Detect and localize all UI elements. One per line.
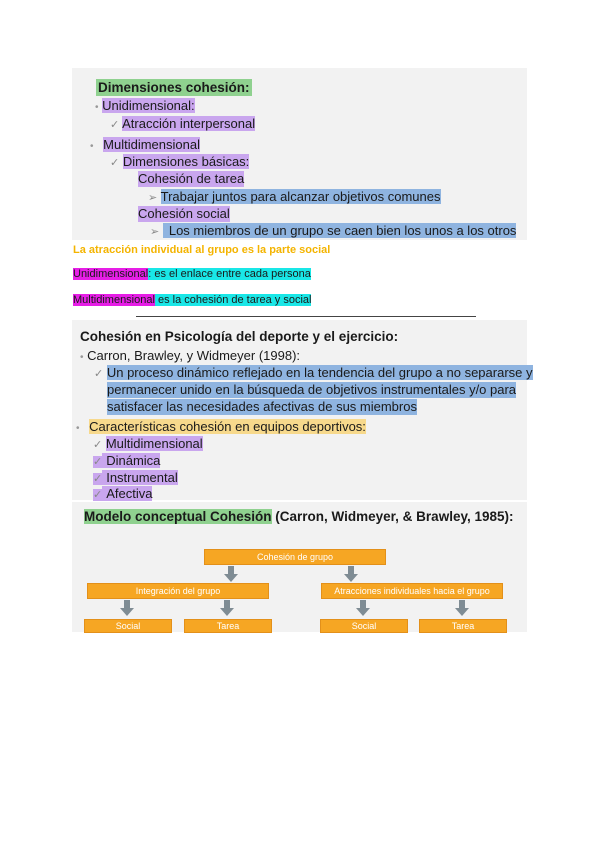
list-item-atraccion: ✓ Atracción interpersonal (110, 116, 256, 131)
list-item-unidimensional: • Unidimensional: (95, 98, 195, 113)
check-icon: ✓ (110, 119, 120, 131)
arrow-down-icon (220, 600, 234, 616)
list-item-cohesion-tarea: Cohesión de tarea (138, 171, 245, 187)
diagram-right: Atracciones individuales hacia el grupo (321, 583, 503, 599)
slide1-title: Dimensiones cohesión: (96, 79, 252, 96)
divider (136, 316, 476, 317)
arrow-right-icon: ➢ (150, 226, 160, 238)
list-item-cohesion-social: Cohesión social (138, 206, 230, 222)
char-item-dinamica: ✓Dinámica (93, 453, 161, 468)
diagram-root: Cohesión de grupo (204, 549, 386, 565)
arrow-right-icon: ➢ (148, 192, 158, 204)
diagram-left-tarea: Tarea (184, 619, 272, 633)
arrow-down-icon (224, 566, 238, 582)
diagram-left-social: Social (84, 619, 172, 633)
definition-line-3: satisfacer las necesidades afectivas de … (107, 399, 417, 415)
diagram-right-social: Social (320, 619, 408, 633)
diagram-right-tarea: Tarea (419, 619, 507, 633)
note-atraccion: La atracción individual al grupo es la p… (73, 244, 331, 256)
check-icon: ✓ (93, 456, 103, 468)
check-icon: ✓ (93, 489, 103, 501)
char-item-multidimensional: ✓ Multidimensional (93, 436, 203, 451)
arrow-down-icon (455, 600, 469, 616)
list-item-multidimensional: • Multidimensional (90, 137, 200, 152)
slide2-title: Cohesión en Psicología del deporte y el … (80, 329, 399, 344)
list-item-caracteristicas: • Características cohesión en equipos de… (76, 419, 366, 434)
list-item-dimensiones-basicas: ✓ Dimensiones básicas: (110, 154, 250, 169)
slide3-title: Modelo conceptual Cohesión (Carron, Widm… (84, 509, 514, 524)
list-item-author: • Carron, Brawley, y Widmeyer (1998): (80, 348, 301, 363)
note-multidimensional: Multidimensional es la cohesión de tarea… (73, 294, 312, 306)
note-unidimensional: Unidimensional: es el enlace entre cada … (73, 268, 311, 280)
check-icon: ✓ (93, 473, 103, 485)
bullet-icon: • (80, 352, 84, 363)
diagram-left: Integración del grupo (87, 583, 269, 599)
bullet-icon: • (90, 141, 94, 152)
bullet-icon: • (95, 102, 99, 113)
definition-line-1: ✓ Un proceso dinámico reflejado en la te… (94, 365, 533, 380)
bullet-icon: • (76, 423, 80, 434)
arrow-down-icon (120, 600, 134, 616)
char-item-afectiva: ✓Afectiva (93, 486, 153, 501)
list-item-tarea-desc: ➢ Trabajar juntos para alcanzar objetivo… (148, 189, 441, 204)
arrow-down-icon (344, 566, 358, 582)
arrow-down-icon (356, 600, 370, 616)
definition-line-2: permanecer unido en la búsqueda de objet… (107, 382, 517, 398)
check-icon: ✓ (94, 368, 104, 380)
list-item-social-desc: ➢ Los miembros de un grupo se caen bien … (150, 223, 517, 238)
check-icon: ✓ (93, 439, 103, 451)
char-item-instrumental: ✓Instrumental (93, 470, 178, 485)
check-icon: ✓ (110, 157, 120, 169)
